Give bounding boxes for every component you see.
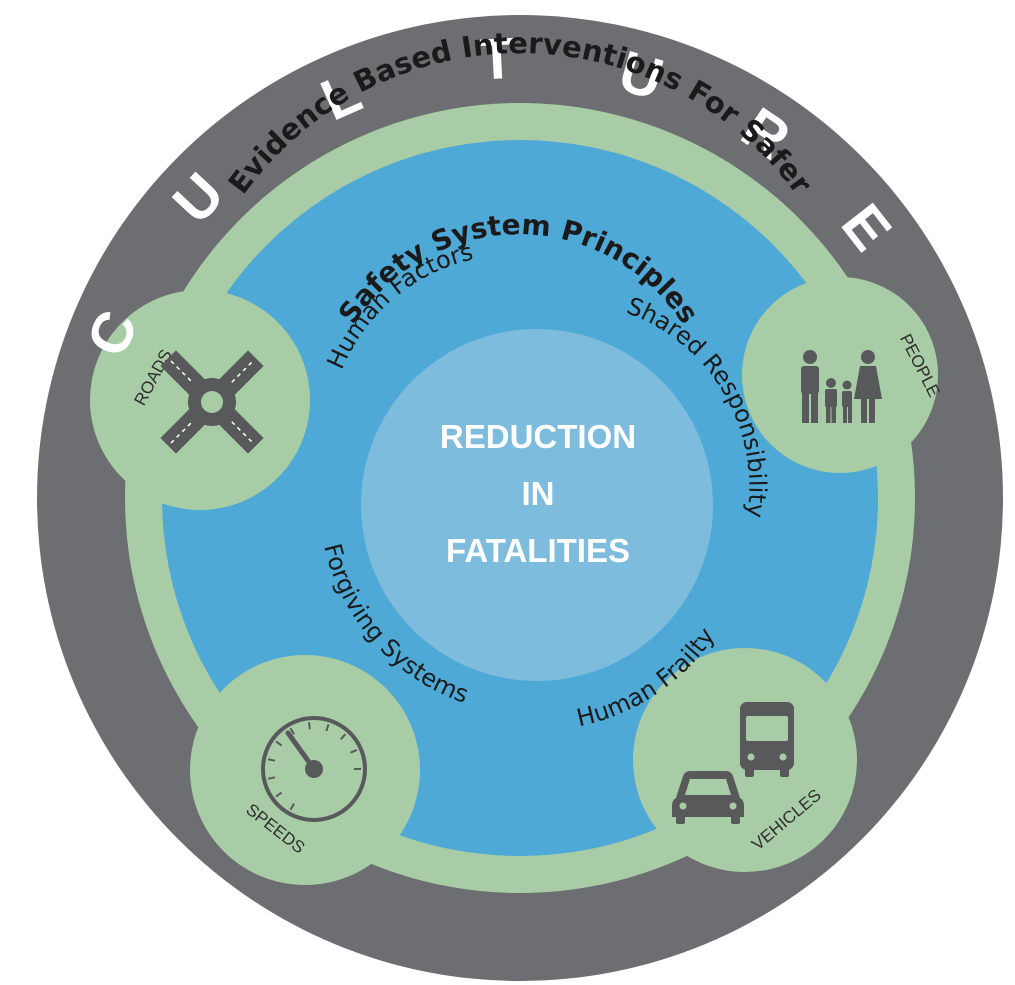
center-text: REDUCTION IN FATALITIES [440,418,636,569]
center-disc [361,329,713,681]
roundabout-icon [160,350,264,454]
gauge-tick [350,748,358,754]
gauge-tick [340,733,347,740]
bus-and-car-icon [672,702,794,824]
gauge-tick [267,758,276,762]
center-line-1: REDUCTION [440,418,636,455]
center-line-2: IN [522,475,555,512]
gauge-tick [275,791,283,798]
family-icon [801,350,882,423]
center-line-3: FATALITIES [446,532,630,569]
gauge-tick [267,776,276,780]
car-icon [672,771,744,824]
gauge-tick [289,803,295,811]
gauge-tick [308,722,311,730]
gauge-tick [325,724,330,732]
gauge-tick [289,727,295,735]
speedometer-icon [261,716,367,822]
culture-letter: T [478,26,517,93]
gauge-tick [275,740,283,747]
